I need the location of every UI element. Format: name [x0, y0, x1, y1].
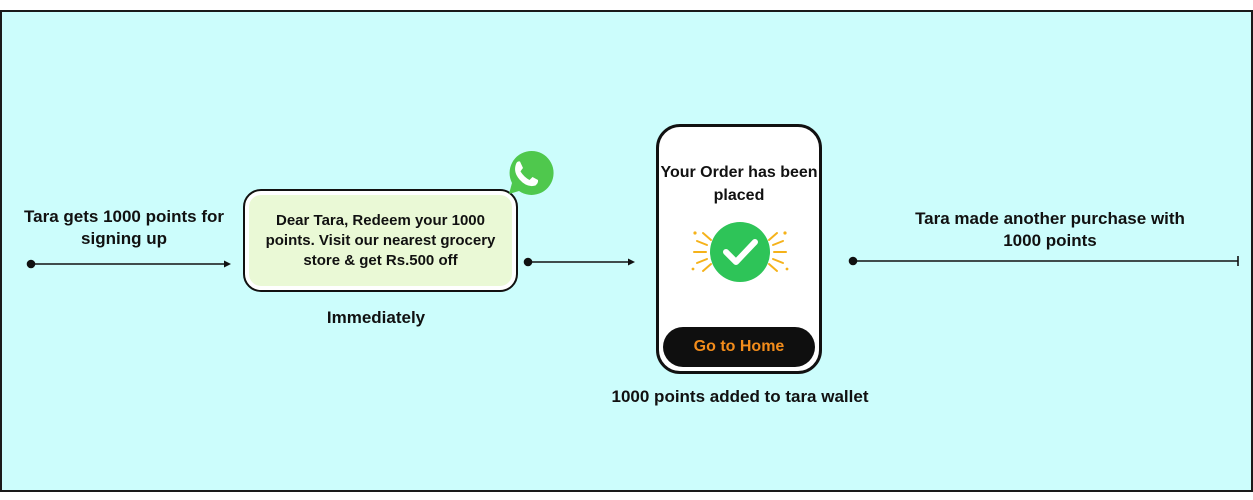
message-text: Dear Tara, Redeem your 1000 points. Visi…: [265, 211, 496, 269]
arrow-head: [628, 258, 635, 266]
timing-label: Immediately: [326, 308, 426, 327]
whatsapp-message-bubble: Dear Tara, Redeem your 1000 points. Visi…: [243, 189, 518, 292]
wallet-label: 1000 points added to tara wallet: [611, 387, 869, 406]
flow-diagram-canvas: [0, 10, 1253, 492]
arrow-head: [224, 260, 231, 268]
order-confirmation-title: Your Order has been placed: [660, 164, 818, 204]
whatsapp-icon: [496, 145, 554, 203]
check-circle-icon: [689, 219, 791, 285]
phone-mockup: Your Order has been placed: [656, 124, 822, 374]
go-to-home-button[interactable]: Go to Home: [663, 327, 815, 367]
signup-label: Tara gets 1000 points for signing up: [24, 207, 224, 248]
another-purchase-label: Tara made another purchase with 1000 poi…: [915, 209, 1185, 250]
